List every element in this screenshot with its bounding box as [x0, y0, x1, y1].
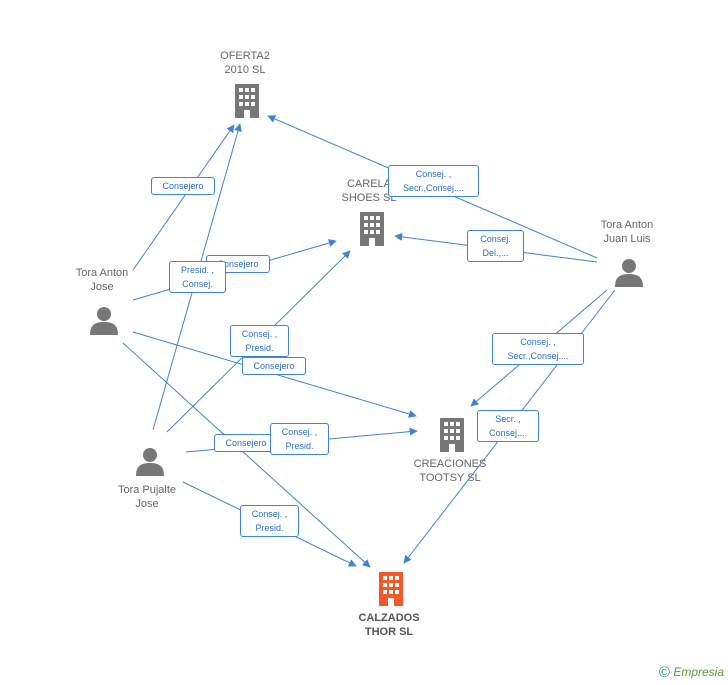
person-name-line: Tora Anton [75, 267, 129, 279]
relation-label[interactable]: Consej. , Secr.,Consej.... [388, 165, 479, 197]
relation-text: Consej. , [281, 427, 318, 437]
company-name-line: THOR SL [364, 626, 414, 638]
relation-text: Presid. [245, 343, 274, 353]
relation-text: Del.,... [482, 248, 509, 258]
edge-jose-oferta [132, 124, 235, 271]
company-name-line: SHOES SL [341, 192, 397, 204]
person-name-line: Tora Pujalte [117, 484, 177, 496]
relation-label[interactable]: Consej. , Presid. [230, 325, 289, 357]
relation-text: Presid. [285, 441, 314, 451]
building-icon[interactable] [232, 84, 262, 118]
relation-label[interactable]: Consejero [242, 357, 306, 375]
relation-label[interactable]: Consejero [214, 434, 278, 452]
relation-text: Secr. , [495, 414, 521, 424]
relation-text: Consej.... [488, 428, 528, 438]
relation-label[interactable]: Consej. , Presid. [270, 423, 329, 455]
company-name-line: TOOTSY SL [419, 472, 481, 484]
company-name-line: 2010 SL [224, 64, 266, 76]
person-name-line: Jose [135, 498, 159, 510]
relation-text: Consejero [253, 361, 295, 371]
building-icon[interactable] [437, 418, 467, 452]
company-name-line: OFERTA2 [220, 50, 270, 62]
company-name-line: CREACIONES [413, 458, 487, 470]
relation-label[interactable]: Consej. Del.,... [467, 230, 524, 262]
company-name-line: CALZADOS [358, 612, 420, 624]
company-label-creaciones[interactable]: CREACIONES TOOTSY SL [395, 457, 505, 485]
company-label-oferta[interactable]: OFERTA2 2010 SL [190, 49, 300, 77]
copyright-icon: © [658, 664, 670, 681]
relation-text: Consejero [217, 259, 259, 269]
relation-text: Consejero [225, 438, 267, 448]
building-icon[interactable] [357, 212, 387, 246]
building-icon-focus[interactable] [376, 572, 406, 606]
relation-text: Secr.,Consej.... [507, 351, 569, 361]
copyright-footer[interactable]: © Empresia [659, 664, 724, 681]
person-name-line: Jose [90, 281, 114, 293]
person-icon[interactable] [135, 446, 165, 476]
relation-text: Consej. , [520, 337, 556, 347]
relation-text: Consej. [480, 234, 511, 244]
relation-label[interactable]: Consej. , Secr.,Consej.... [492, 333, 584, 365]
person-icon[interactable] [614, 257, 644, 287]
relation-label[interactable]: Consejero [151, 177, 215, 195]
relation-label[interactable]: Presid. , Consej. [169, 261, 226, 293]
edge-jose-calzados [122, 342, 371, 568]
relation-label[interactable]: Secr. , Consej.... [477, 410, 539, 442]
company-label-calzados[interactable]: CALZADOS THOR SL [334, 611, 444, 639]
relation-text: Consej. , [251, 509, 288, 519]
relation-text: Presid. [255, 523, 284, 533]
person-name-line: Tora Anton [600, 219, 654, 231]
company-label-carela[interactable]: CARELA SHOES SL [314, 177, 424, 205]
person-label-tora-juan[interactable]: Tora Anton Juan Luis [572, 218, 682, 246]
relation-text: Consejero [162, 181, 204, 191]
person-icon[interactable] [89, 305, 119, 335]
company-name-line: CARELA [346, 178, 392, 190]
relation-text: Consej. , [415, 169, 452, 179]
person-name-line: Juan Luis [603, 233, 651, 245]
relation-text: Consej. [182, 279, 213, 289]
relation-text: Presid. , [180, 265, 214, 275]
relation-label[interactable]: Consej. , Presid. [240, 505, 299, 537]
relation-text: Consej. , [241, 329, 278, 339]
person-label-tora-jose[interactable]: Tora Anton Jose [47, 266, 157, 294]
relation-text: Secr.,Consej.... [402, 183, 465, 193]
person-label-pujalte[interactable]: Tora Pujalte Jose [92, 483, 202, 511]
brand-logo: Empresia [673, 665, 724, 679]
